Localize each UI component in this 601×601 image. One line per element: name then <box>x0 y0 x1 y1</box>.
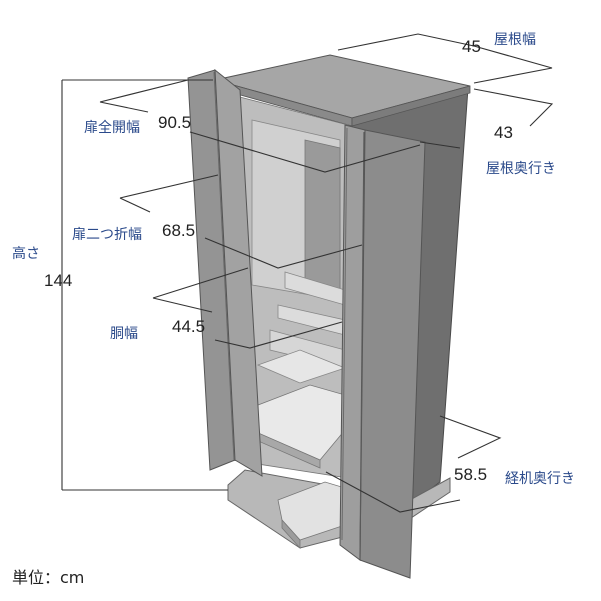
left-door-inner <box>214 68 263 477</box>
interior-shrine-opening <box>304 139 341 291</box>
roof-depth-value: 43 <box>494 123 513 142</box>
dimension-labels: 45 屋根幅 43 屋根奥行き 扉全開幅 90.5 扉二つ折幅 68.5 高さ … <box>12 32 575 587</box>
door-bifold-label: 扉二つ折幅 <box>72 227 142 243</box>
roof-depth-label: 屋根奥行き <box>486 160 556 177</box>
door-full-open-label: 扉全開幅 <box>84 119 140 136</box>
lower-pullout-front <box>281 518 301 550</box>
dimension-lines <box>61 33 554 513</box>
roof-width-label: 屋根幅 <box>494 32 536 48</box>
sutra-desk-depth-label: 経机奥行き <box>505 470 575 487</box>
cabinet-illustration <box>187 54 471 579</box>
cabinet-roof-edge-side <box>351 85 471 127</box>
height-value: 144 <box>44 271 72 290</box>
body-width-label: 胴幅 <box>110 326 138 342</box>
unit-label: 単位：cm <box>12 568 84 587</box>
roof-width-value: 45 <box>462 37 481 56</box>
sutra-desk-depth-value: 58.5 <box>454 465 487 484</box>
door-bifold-value: 68.5 <box>162 221 195 240</box>
height-label: 高さ <box>12 245 40 262</box>
door-full-open-value: 90.5 <box>158 113 191 132</box>
body-width-value: 44.5 <box>172 317 205 336</box>
